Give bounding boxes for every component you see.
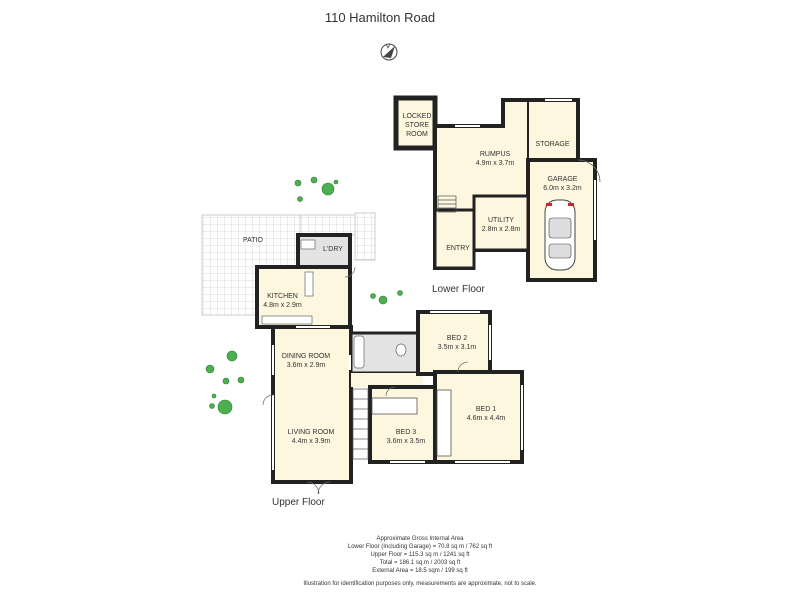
car-icon	[544, 199, 576, 271]
dining-name: DINING ROOM	[281, 353, 331, 360]
garage-label: GARAGE 6.0m x 3.2m	[535, 175, 590, 193]
living-dining-room	[271, 325, 353, 484]
laundry-label: L'DRY	[318, 245, 348, 254]
area-total: Total = 186.1 sq m / 2003 sq ft	[379, 560, 461, 566]
page-title: 110 Hamilton Road	[324, 10, 436, 25]
patio-name: PATIO	[243, 237, 263, 244]
area-lower: Lower Floor (Including Garage) = 70.8 sq…	[347, 544, 493, 550]
bed-3-name: BED 3	[395, 429, 417, 436]
dining-label: DINING ROOM 3.6m x 2.9m	[276, 352, 336, 370]
living-label: LIVING ROOM 4.4m x 3.9m	[280, 428, 342, 446]
rumpus-name: RUMPUS	[479, 151, 511, 158]
living-dims: 4.4m x 3.9m	[291, 438, 331, 445]
lower-floor-label: Lower Floor	[432, 284, 485, 295]
storage-name: STORAGE	[535, 141, 570, 148]
kitchen-dims: 4.8m x 2.9m	[263, 302, 302, 309]
utility-label: UTILITY 2.8m x 2.8m	[472, 216, 530, 234]
kitchen-name: KITCHEN	[267, 293, 298, 300]
bed-1-dims: 4.6m x 4.4m	[466, 415, 506, 422]
upper-floor-label: Upper Floor	[272, 497, 325, 508]
area-heading: Approximate Gross Internal Area	[376, 536, 464, 542]
kitchen-label: KITCHEN 4.8m x 2.9m	[255, 292, 310, 310]
disclaimer: Illustration for identification purposes…	[303, 581, 537, 587]
storage-label: STORAGE	[530, 140, 575, 149]
bed-3-dims: 3.6m x 3.5m	[386, 438, 426, 445]
upper-floor-plan	[201, 212, 524, 495]
patio-label: PATIO	[235, 236, 271, 245]
area-upper: Upper Floor = 115.3 sq m / 1241 sq ft	[370, 552, 470, 558]
locked-store-label: LOCKED STORE ROOM	[397, 112, 437, 139]
garage-name: GARAGE	[547, 176, 578, 183]
garage-dims: 6.0m x 3.2m	[543, 185, 582, 192]
bed-1-name: BED 1	[475, 406, 497, 413]
living-name: LIVING ROOM	[287, 429, 335, 436]
locked-store-line-2: STORE	[405, 122, 429, 129]
tree-icons	[205, 176, 403, 415]
utility-name: UTILITY	[487, 217, 515, 224]
entry-label: ENTRY	[440, 244, 476, 253]
locked-store-room	[393, 95, 438, 151]
area-external: External Area = 18.5 sqm / 199 sq ft	[372, 568, 468, 574]
rumpus-dims: 4.9m x 3.7m	[475, 160, 515, 167]
area-notes: Approximate Gross Internal Area Lower Fl…	[0, 535, 800, 575]
locked-store-line-3: ROOM	[406, 131, 428, 138]
entry-name: ENTRY	[446, 245, 470, 252]
bed-2-label: BED 2 3.5m x 3.1m	[428, 334, 486, 352]
bed-3-label: BED 3 3.6m x 3.5m	[378, 428, 434, 446]
rumpus-label: RUMPUS 4.9m x 3.7m	[465, 150, 525, 168]
locked-store-line-1: LOCKED	[402, 113, 432, 120]
compass-north-arrow-icon	[380, 43, 398, 61]
laundry-name: L'DRY	[323, 246, 343, 253]
lower-floor-plan	[393, 95, 601, 282]
bed-2-dims: 3.5m x 3.1m	[437, 344, 477, 351]
utility-dims: 2.8m x 2.8m	[481, 226, 521, 233]
bed-2-name: BED 2	[446, 335, 468, 342]
bed-1-label: BED 1 4.6m x 4.4m	[458, 405, 514, 423]
entry-area	[433, 208, 476, 270]
dining-dims: 3.6m x 2.9m	[286, 362, 326, 369]
